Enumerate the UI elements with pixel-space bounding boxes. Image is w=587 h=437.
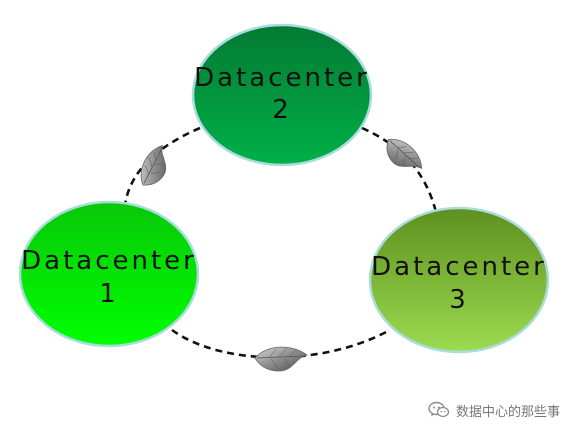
wechat-icon bbox=[428, 401, 450, 418]
leaf-icon-right bbox=[386, 139, 423, 170]
watermark: 数据中心的那些事 bbox=[428, 399, 560, 421]
datacenter-1-node: Datacenter 1 bbox=[18, 200, 200, 348]
connector-dc1-dc3 bbox=[171, 328, 391, 359]
datacenter-3-number: 3 bbox=[449, 285, 469, 315]
datacenter-3-label: Datacenter bbox=[371, 252, 547, 282]
leaf-icon-bottom bbox=[254, 346, 308, 372]
connector-dc2-dc3 bbox=[361, 126, 438, 213]
watermark-text: 数据中心的那些事 bbox=[456, 404, 561, 420]
leaf-icon-left bbox=[140, 144, 167, 186]
datacenter-1-number: 1 bbox=[99, 279, 119, 309]
datacenter-2-node: Datacenter 2 bbox=[191, 23, 373, 167]
datacenter-2-number: 2 bbox=[272, 95, 292, 125]
datacenter-2-label: Datacenter bbox=[194, 63, 370, 93]
datacenter-1-label: Datacenter bbox=[21, 246, 197, 276]
datacenter-3-node: Datacenter 3 bbox=[368, 206, 550, 354]
